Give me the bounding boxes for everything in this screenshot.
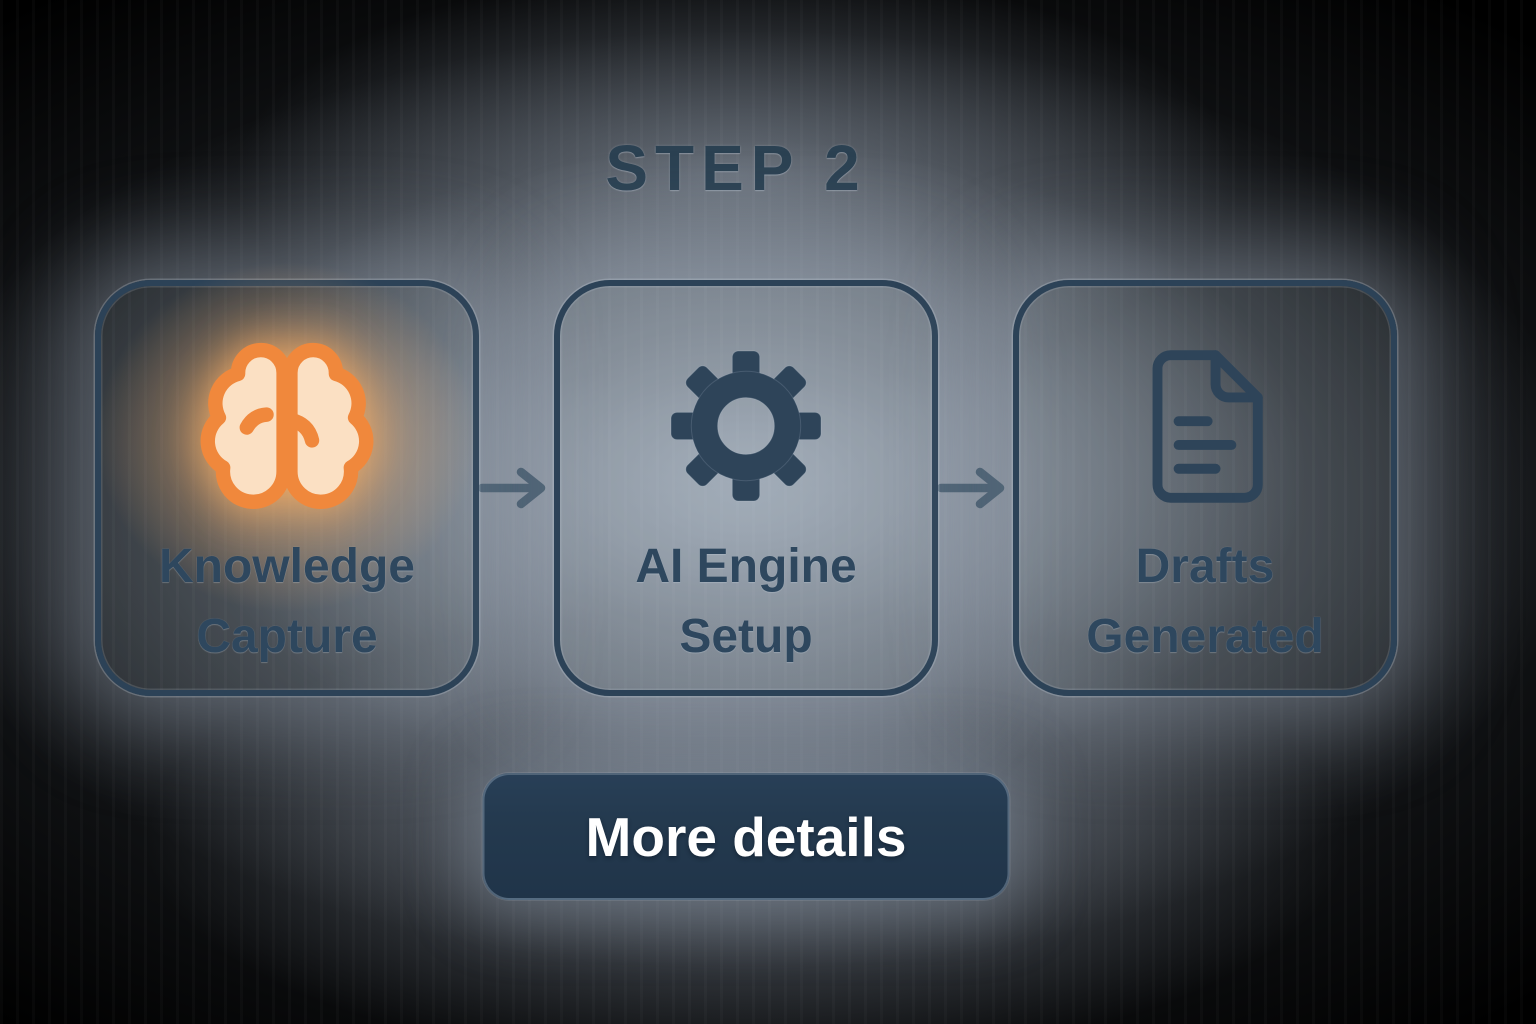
step-card-knowledge-capture[interactable]: Knowledge Capture [95,262,479,696]
arrow-right-icon [479,467,546,509]
step-title: STEP 2 [605,132,867,204]
step-label: Drafts Generated [1086,540,1324,663]
more-details-button[interactable]: More details [482,773,1010,900]
more-details-label: More details [585,805,907,868]
step-card-ai-engine-setup[interactable]: AI Engine Setup [554,280,938,696]
step-label: AI Engine Setup [635,540,857,663]
pipeline-row: Knowledge Capture [95,262,1397,696]
step-label: Knowledge Capture [158,540,415,663]
brain-icon [200,342,374,509]
arrow-right-icon [938,467,1005,509]
document-icon [1152,349,1263,503]
gear-icon [670,350,822,502]
step-card-drafts-generated[interactable]: Drafts Generated [1013,280,1397,696]
